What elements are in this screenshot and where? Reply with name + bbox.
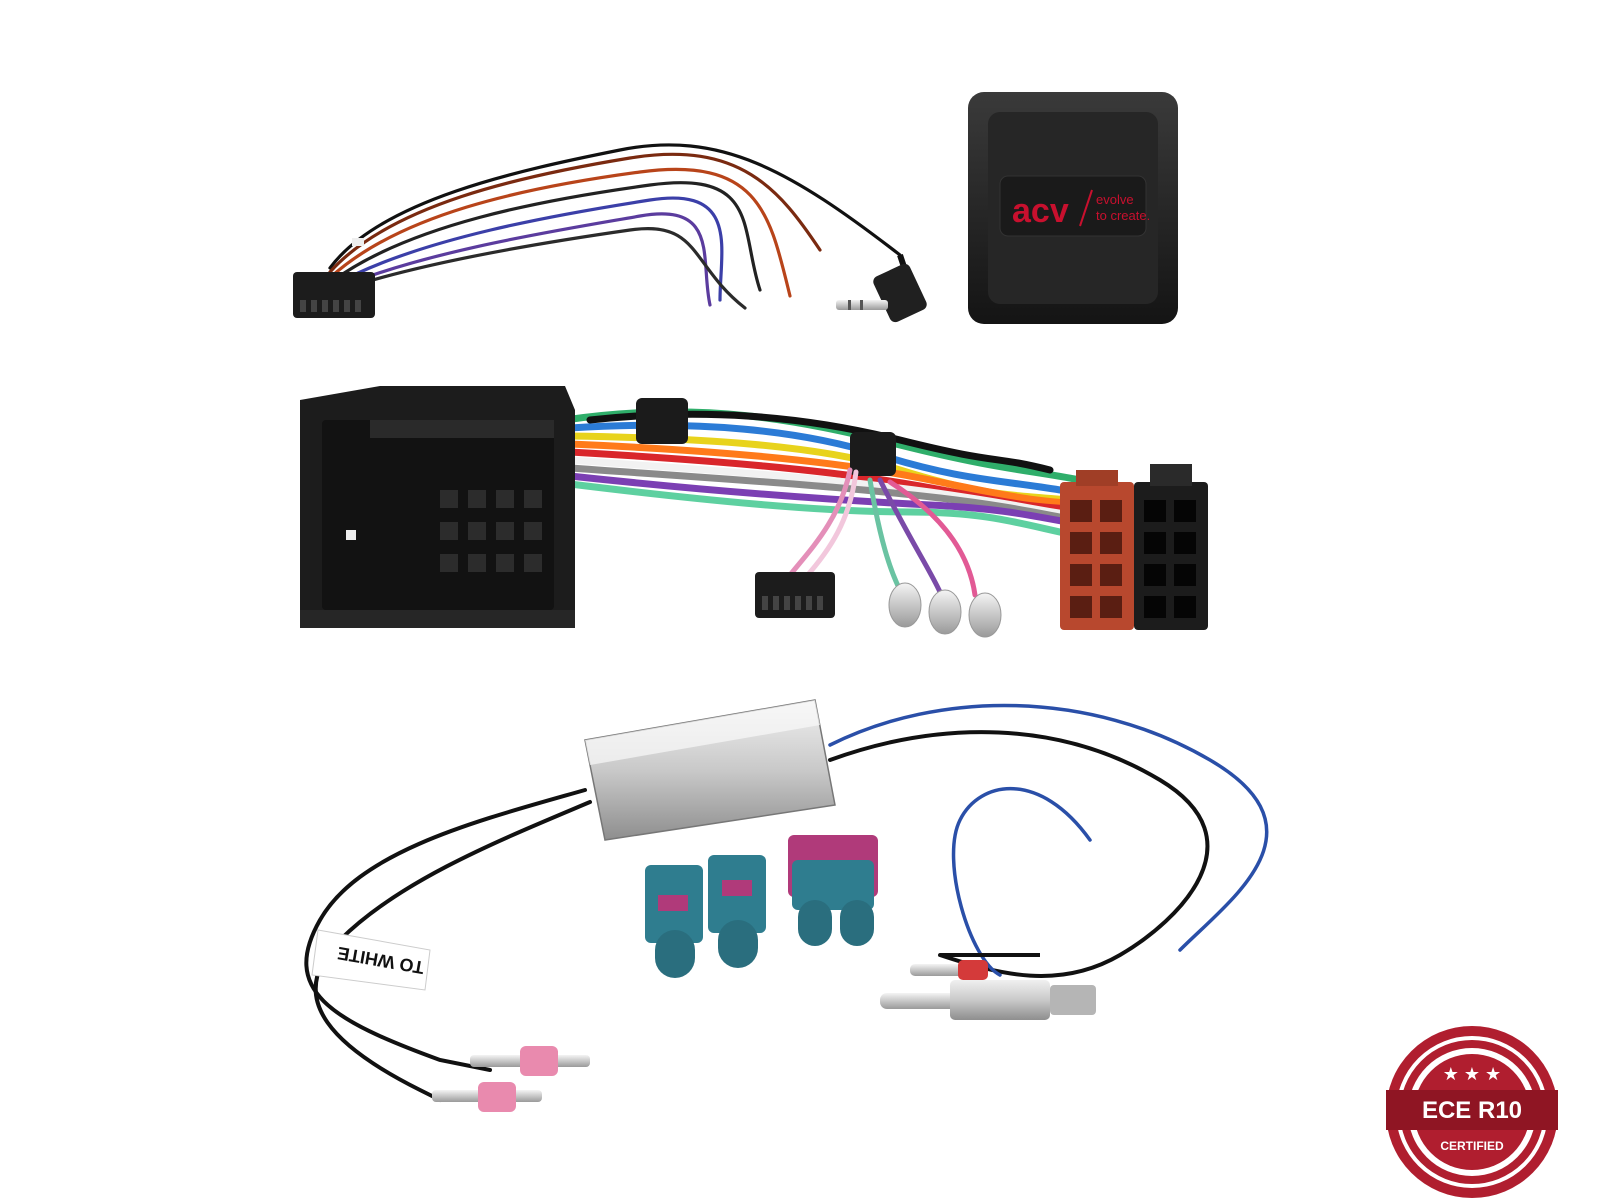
quadlock-harness — [300, 386, 1208, 638]
slogan-line-2: to create. — [1096, 208, 1150, 223]
rca-plugs — [888, 582, 1002, 638]
fakra-connector-2 — [708, 855, 766, 968]
antenna-adapter: TO WHITE — [304, 699, 1269, 1112]
patch-lead — [293, 143, 927, 323]
fakra-connector-1 — [645, 865, 703, 978]
slogan-line-1: evolve — [1096, 192, 1134, 207]
output-pins — [432, 1046, 590, 1112]
harness-small-connector — [755, 572, 835, 618]
badge-subtitle: CERTIFIED — [1440, 1139, 1504, 1153]
din-antenna-plug — [880, 953, 1096, 1020]
cable-label-tag: TO WHITE — [311, 929, 431, 991]
badge-title: ECE R10 — [1422, 1097, 1522, 1124]
ece-r10-badge: ★ ★ ★ ECE R10 CERTIFIED — [1386, 1026, 1558, 1198]
fakra-connector-double — [788, 835, 878, 946]
iso-speaker-connector — [1134, 464, 1208, 630]
quadlock-connector — [300, 386, 575, 628]
patch-lead-wires — [328, 143, 902, 310]
antenna-amplifier — [584, 699, 836, 841]
jack-plug — [836, 254, 927, 323]
iso-power-connector — [1060, 470, 1134, 630]
badge-stars: ★ ★ ★ — [1443, 1064, 1501, 1084]
control-box: acv evolve to create. — [968, 92, 1178, 324]
acv-logo: acv — [1012, 192, 1069, 230]
